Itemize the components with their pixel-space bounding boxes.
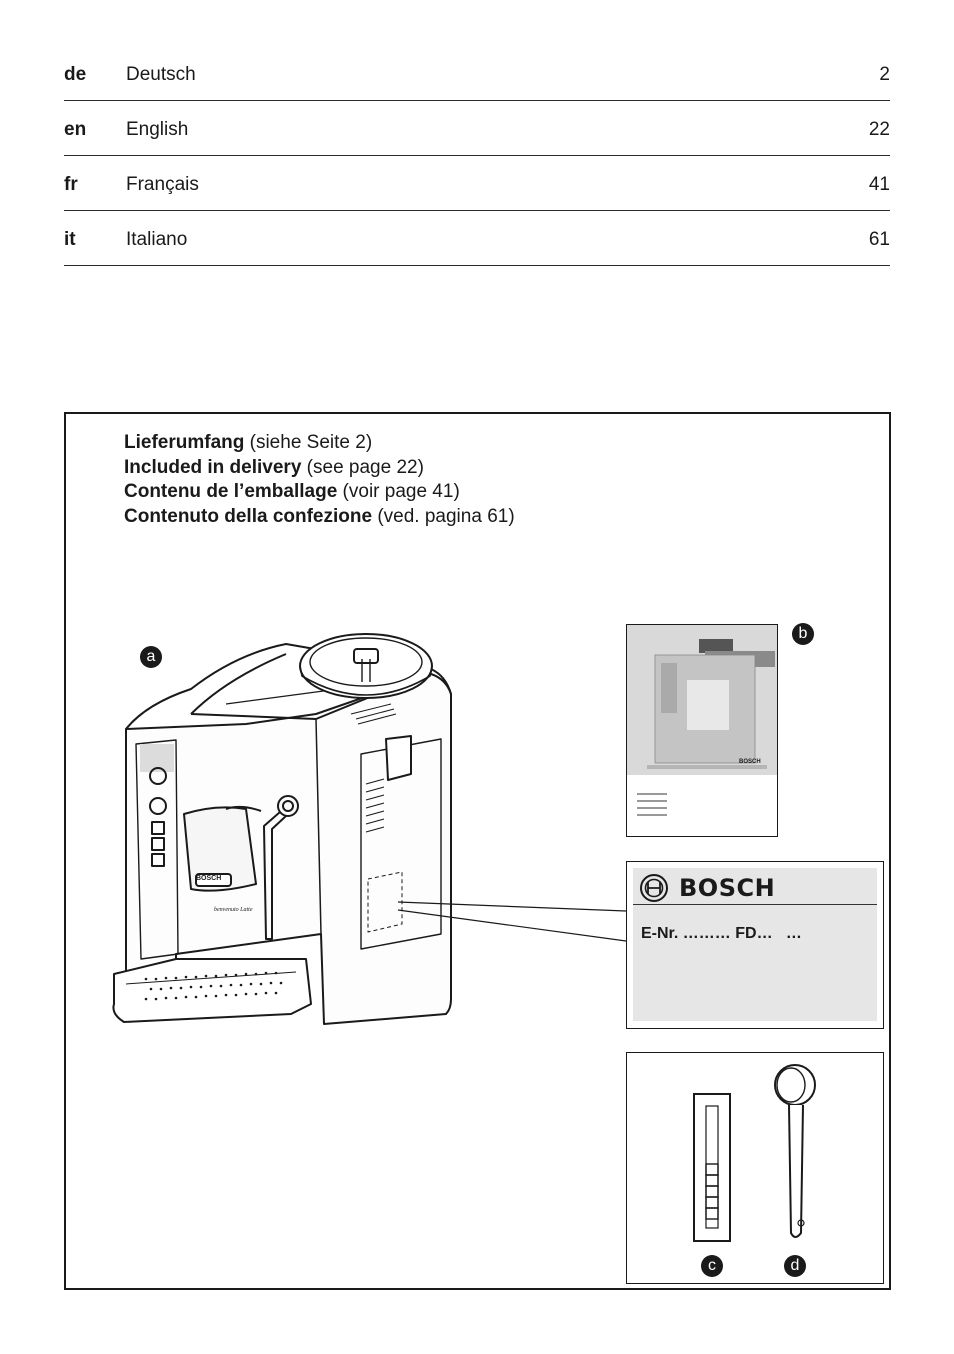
plate-logo: BOSCH (639, 873, 775, 903)
delivery-line-en: Included in delivery (see page 22) (124, 456, 424, 478)
delivery-line-fr: Contenu de l’emballage (voir page 41) (124, 481, 460, 502)
toc-language: Deutsch (126, 64, 196, 85)
toc-page-number: 2 (879, 64, 890, 85)
toc-code: en (64, 119, 87, 140)
manual-brand-label: BOSCH (739, 759, 761, 765)
delivery-line-de: Lieferumfang (siehe Seite 2) (124, 432, 373, 453)
toc-page-number: 41 (868, 174, 890, 195)
toc-code: de (64, 64, 87, 85)
marker-d: d (784, 1255, 806, 1277)
rating-plate: BOSCH E-Nr. ……… FD… … (626, 861, 884, 1029)
machine-brand-badge: BOSCH (196, 875, 221, 882)
manual-cover-art (627, 625, 777, 816)
delivery-line-it: Contenuto della confezione (ved. pagina … (124, 505, 515, 527)
delivery-heading: Lieferumfang (siehe Seite 2) Included in… (124, 431, 515, 529)
marker-b: b (792, 623, 814, 645)
plate-brand-name: BOSCH (679, 874, 776, 902)
marker-a: a (140, 646, 162, 668)
instruction-manual-thumbnail: BOSCH (626, 624, 778, 837)
water-hardness-test-strip-icon (693, 1093, 731, 1242)
toc-language: Italiano (126, 229, 188, 250)
plate-divider (633, 904, 877, 905)
toc-page-number: 22 (868, 119, 890, 140)
coffee-machine-illustration: BOSCH benvenuto Latte (112, 633, 627, 1025)
toc-language: English (126, 119, 189, 140)
plate-serial-line: E-Nr. ……… FD… … (641, 925, 802, 942)
toc-code: it (64, 229, 76, 250)
toc-row-en[interactable]: en English 22 (64, 101, 890, 156)
toc-row-de[interactable]: de Deutsch 2 (64, 46, 890, 101)
toc-language: Français (126, 174, 199, 195)
machine-model-script: benvenuto Latte (214, 907, 253, 913)
accessories-box: c d (626, 1052, 884, 1284)
marker-c: c (701, 1255, 723, 1277)
toc-row-it[interactable]: it Italiano 61 (64, 211, 890, 266)
rating-plate-panel: BOSCH E-Nr. ……… FD… … (633, 868, 877, 1021)
measuring-spoon-icon (774, 1064, 816, 1238)
bosch-logo-icon (640, 874, 668, 902)
language-index: de Deutsch 2 en English 22 fr Français 4… (64, 46, 890, 266)
toc-row-fr[interactable]: fr Français 41 (64, 156, 890, 211)
delivery-contents-frame: Lieferumfang (siehe Seite 2) Included in… (64, 412, 891, 1290)
toc-page-number: 61 (868, 229, 890, 250)
toc-code: fr (64, 174, 78, 195)
